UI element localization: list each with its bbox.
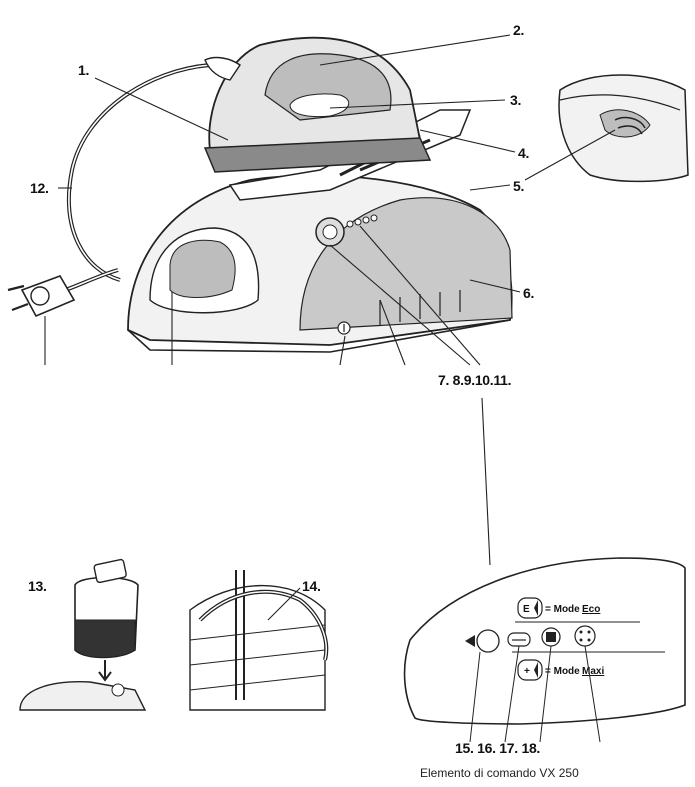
eco-key-text: E xyxy=(523,604,530,615)
eco-mode-text: Eco xyxy=(582,604,600,615)
maxi-mode-text: Maxi xyxy=(582,666,604,677)
callout-15-18: 15. 16. 17. 18. xyxy=(455,740,541,756)
plug-icon xyxy=(7,275,76,318)
callout-3: 3. xyxy=(510,92,522,108)
callout-5: 5. xyxy=(513,178,525,194)
base-station xyxy=(127,174,513,353)
arrow-left-icon xyxy=(465,635,475,647)
descale-icon xyxy=(574,625,596,647)
cord-storage-inset xyxy=(558,74,689,183)
callout-14: 14. xyxy=(302,578,321,594)
leader-lines-top xyxy=(44,34,616,366)
steam-iron xyxy=(203,36,432,173)
cord-clip-inset xyxy=(189,570,329,711)
tank-icon xyxy=(541,627,561,647)
figure-caption: Elemento di comando VX 250 xyxy=(420,766,579,780)
eco-mode-indicator: E = Mode Eco xyxy=(517,597,600,619)
callout-7-11: 7. 8.9.10.11. xyxy=(438,372,512,388)
eco-label-text: = Mode xyxy=(545,604,580,615)
power-button-icon xyxy=(476,629,500,653)
callout-4: 4. xyxy=(518,145,530,161)
callout-1: 1. xyxy=(78,62,90,78)
maxi-label-text: = Mode xyxy=(545,666,580,677)
callout-12: 12. xyxy=(30,180,49,196)
control-panel: E = Mode Eco + = Mode Maxi xyxy=(403,557,686,743)
maxi-key-text: + xyxy=(524,666,530,677)
steam-icon xyxy=(507,632,531,647)
maxi-mode-indicator: + = Mode Maxi xyxy=(517,659,604,681)
callout-6: 6. xyxy=(523,285,535,301)
callout-2: 2. xyxy=(513,22,525,38)
water-tank-inset xyxy=(19,558,147,711)
callout-13: 13. xyxy=(28,578,47,594)
